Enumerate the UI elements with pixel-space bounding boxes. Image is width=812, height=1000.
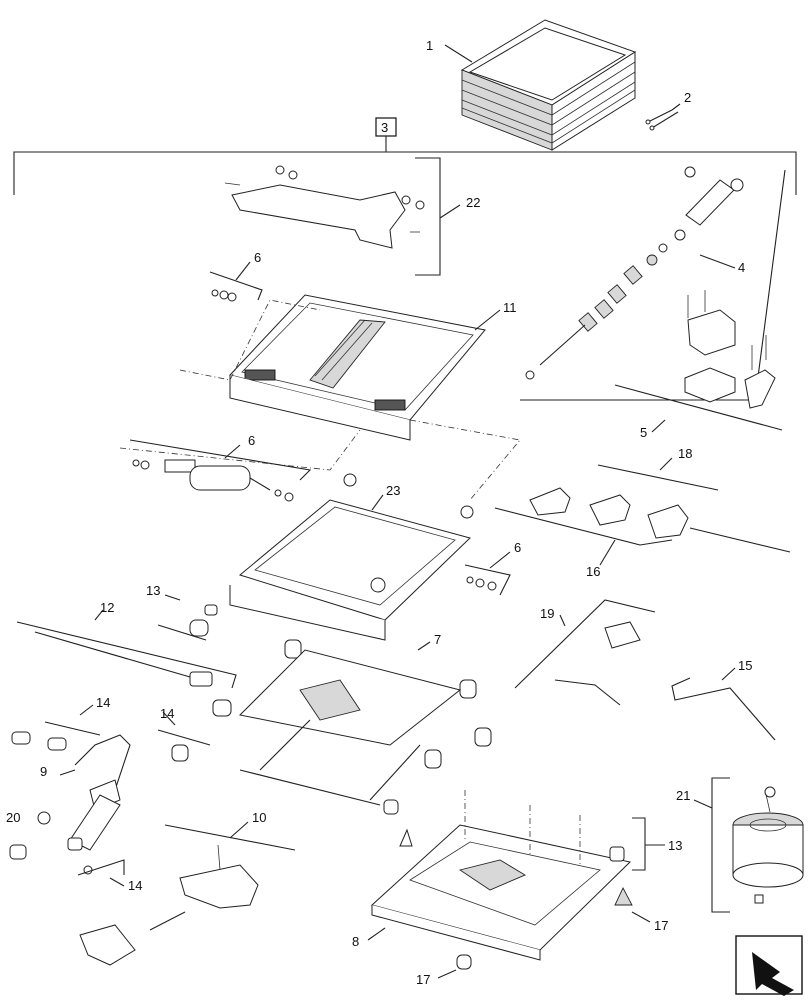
callout-6a: 6 — [254, 250, 261, 265]
callout-21: 21 — [676, 788, 690, 803]
callout-20: 20 — [6, 810, 20, 825]
part-14-bushings: 14 14 14 — [9, 695, 211, 893]
callout-10: 10 — [252, 810, 266, 825]
part-11-upper-frame: 11 — [119, 294, 521, 501]
callout-22: 22 — [466, 195, 480, 210]
callout-6c: 6 — [514, 540, 521, 555]
part-6-gas-cylinder: 6 — [129, 433, 312, 502]
leader-1 — [444, 44, 473, 63]
arrow-down-left-icon[interactable] — [735, 935, 803, 996]
part-10-motor: 10 — [79, 810, 296, 966]
part-17-bumpers: 17 17 — [416, 886, 668, 987]
callout-14b: 14 — [160, 706, 174, 721]
part-23-middle-frame: 23 — [229, 473, 474, 641]
callout-3: 3 — [381, 120, 388, 135]
callout-14a: 14 — [96, 695, 110, 710]
part-13-right-bracket: 13 — [609, 817, 682, 871]
part-6-right-washers: 6 — [464, 540, 521, 596]
callout-18: 18 — [678, 446, 692, 461]
callout-4: 4 — [738, 260, 745, 275]
callout-17a: 17 — [654, 918, 668, 933]
part-13-bushings: 13 — [146, 583, 218, 641]
callout-7: 7 — [434, 632, 441, 647]
callout-9: 9 — [40, 764, 47, 779]
callout-2: 2 — [684, 90, 691, 105]
part-22-top-plate: 22 — [224, 157, 480, 276]
callout-13b: 13 — [668, 838, 682, 853]
part-8-base-plate: 8 — [352, 790, 632, 961]
part-20-actuator: 20 — [6, 794, 121, 851]
part-5-clamp-kit: 5 — [614, 290, 783, 440]
callout-17b: 17 — [416, 972, 430, 987]
callout-19: 19 — [540, 606, 554, 621]
callout-5: 5 — [640, 425, 647, 440]
callout-8: 8 — [352, 934, 359, 949]
callout-12: 12 — [100, 600, 114, 615]
part-6-upper-washers: 6 — [209, 250, 263, 302]
callout-14c: 14 — [128, 878, 142, 893]
callout-11: 11 — [503, 300, 517, 315]
part-7-scissor-mechanism: 7 — [212, 632, 492, 815]
part-4-shock-absorber: 4 — [520, 166, 786, 401]
part-19-lever: 19 — [514, 599, 656, 706]
part-1-bellows-boot: 1 — [426, 19, 637, 151]
part-18-handles: 18 16 — [494, 446, 791, 579]
part-2-pins: 2 — [645, 90, 691, 131]
callout-6b: 6 — [248, 433, 255, 448]
callout-1: 1 — [426, 38, 433, 53]
callout-23: 23 — [386, 483, 400, 498]
part-12-rod: 12 — [16, 600, 237, 689]
callout-15: 15 — [738, 658, 752, 673]
part-21-air-spring: 21 — [676, 777, 804, 913]
part-3-assembly-bracket: 3 — [13, 117, 797, 195]
callout-13a: 13 — [146, 583, 160, 598]
callout-16: 16 — [586, 564, 600, 579]
part-15-wire-handle: 15 — [671, 658, 776, 741]
